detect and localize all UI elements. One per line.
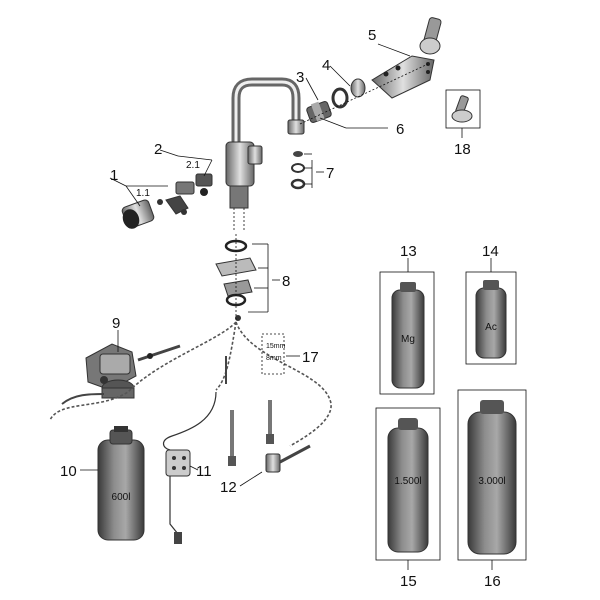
ring-4 [331, 78, 366, 109]
cartridge-mg-label: Mg [401, 334, 415, 345]
faucet-spout [225, 77, 305, 232]
callout-17: 17 [302, 349, 319, 366]
cartridge-16-3000: 3.000l [457, 389, 527, 561]
battery-box-11 [162, 391, 217, 544]
leader-lines [80, 43, 493, 570]
callout-2: 2 [154, 141, 162, 158]
callout-14: 14 [482, 243, 499, 260]
filter-head-9 [85, 343, 181, 399]
spacer-bracket-17: 15mm 8mm [261, 333, 286, 375]
cartridge-1500-label: 1.500l [394, 476, 421, 487]
bracket-8mm: 8mm [266, 355, 282, 362]
cartridge-14-ac: Ac [465, 271, 517, 365]
callout-8: 8 [282, 273, 290, 290]
callout-6: 6 [396, 121, 404, 138]
cartridge-3000-label: 3.000l [478, 476, 505, 487]
callout-11: 11 [196, 463, 212, 480]
cartridge-15-1500: 1.500l [375, 407, 441, 561]
o-rings-7 [290, 151, 306, 190]
callout-labels: 1 1.1 2 2.1 3 4 5 6 7 8 9 10 11 12 13 14… [60, 27, 501, 590]
callout-16: 16 [484, 573, 501, 590]
lever-handle-5 [371, 17, 442, 99]
callout-12: 12 [220, 479, 237, 496]
callout-1: 1 [110, 167, 118, 184]
mounting-kit-8 [215, 239, 257, 321]
callout-13: 13 [400, 243, 417, 260]
cartridge-ac-label: Ac [485, 322, 497, 333]
bracket-15mm: 15mm [266, 343, 286, 350]
callout-10: 10 [60, 463, 77, 480]
cartridge-assembly-3 [306, 101, 332, 123]
callout-4: 4 [322, 57, 330, 74]
side-knob-1 [121, 195, 189, 229]
callout-18: 18 [454, 141, 471, 158]
callout-1-1: 1.1 [136, 188, 150, 199]
valve-2 [175, 173, 213, 196]
callout-5: 5 [368, 27, 376, 44]
alt-handle-18 [445, 89, 481, 129]
cartridge-600-label: 600l [112, 492, 131, 503]
callout-7: 7 [326, 165, 334, 182]
filter-cartridge-10: 600l [97, 426, 145, 541]
callout-2-1: 2.1 [186, 160, 200, 171]
callout-3: 3 [296, 69, 304, 86]
callout-9: 9 [112, 315, 120, 332]
callout-15: 15 [400, 573, 417, 590]
cartridge-13-mg: Mg [379, 271, 435, 395]
connection-hoses-12 [228, 400, 311, 473]
